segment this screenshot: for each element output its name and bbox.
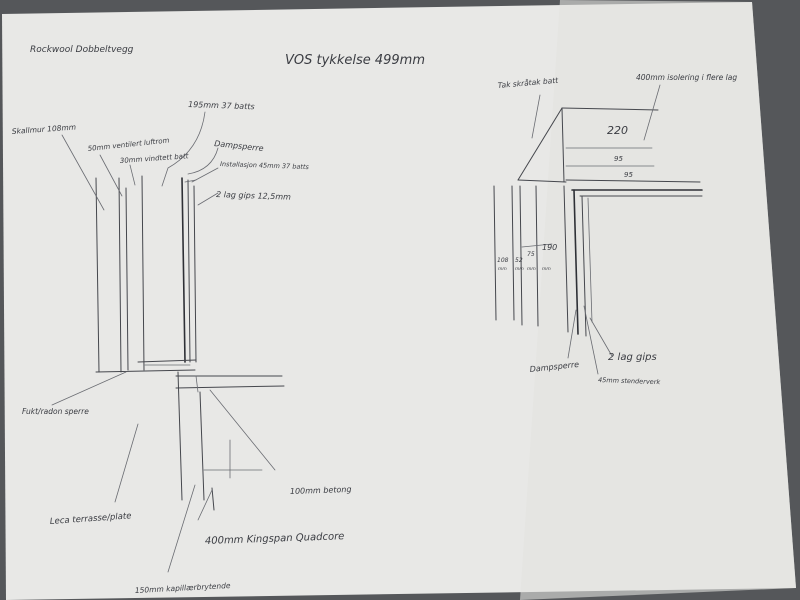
label-gips-left: 2 lag gips 12,5mm [216,190,291,202]
left-leaders [51,111,276,573]
dim-108: 108 [497,257,509,264]
label-stenderverk: 45mm stenderverk [598,376,661,386]
label-195batt: 195mm 37 batts [188,100,255,111]
dim-95-bottom: 95 [624,171,633,179]
dim-108-unit: mm [498,267,507,272]
dim-75-unit: mm [527,267,536,272]
dim-220: 220 [607,124,628,137]
dim-52: 52 [515,257,523,264]
right-corner-section [493,84,703,375]
dim-190-unit: mm [542,267,551,272]
dim-75: 75 [527,251,535,258]
label-gips-right: 2 lag gips [608,352,657,363]
left-wall-section [95,175,285,511]
drawing-heading: VOS tykkelse 499mm [285,53,425,68]
paper-shade [520,0,796,600]
label-quadcore: 400mm Kingspan Quadcore [205,531,345,547]
label-betong: 100mm betong [290,485,352,496]
label-fukt-radon: Fukt/radon sperre [22,407,89,416]
drawing-title: Rockwool Dobbeltvegg [30,45,134,55]
label-isolering-text: 400mm isolering i flere lag [636,73,737,82]
label-installasjon: Installasjon 45mm 37 batts [220,160,310,171]
label-isolering: 400mm isolering i flere lag [636,73,737,82]
dim-52-unit: mm [515,267,524,272]
label-skallmur: Skallmur 108mm [12,123,77,136]
dim-190: 190 [542,243,557,252]
label-fukt-radon-text: Fukt/radon sperre [22,407,89,416]
dim-95-top: 95 [614,155,623,163]
